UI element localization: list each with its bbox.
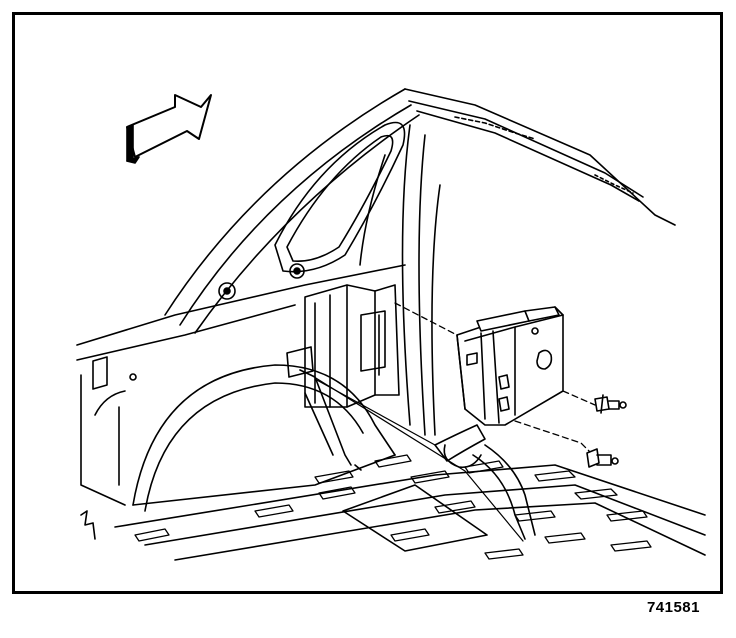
direction-arrow-icon	[126, 94, 212, 164]
leader-lines	[310, 374, 524, 542]
illustration-frame	[12, 12, 723, 594]
mounting-bracket	[286, 284, 400, 408]
fastener-screw-icon	[586, 448, 619, 468]
cargo-floor	[114, 454, 706, 561]
figure-number: 741581	[646, 599, 700, 616]
alignment-lines	[394, 302, 596, 456]
vehicle-cab-illustration	[76, 88, 706, 561]
roof-frame	[164, 88, 676, 334]
pillar	[218, 121, 441, 436]
wiring-connector	[434, 424, 536, 540]
wheel-house	[132, 364, 396, 512]
control-module	[456, 306, 564, 426]
floor-slats	[134, 454, 652, 560]
side-panel	[76, 264, 406, 540]
fastener-bolt-icon	[594, 394, 627, 414]
